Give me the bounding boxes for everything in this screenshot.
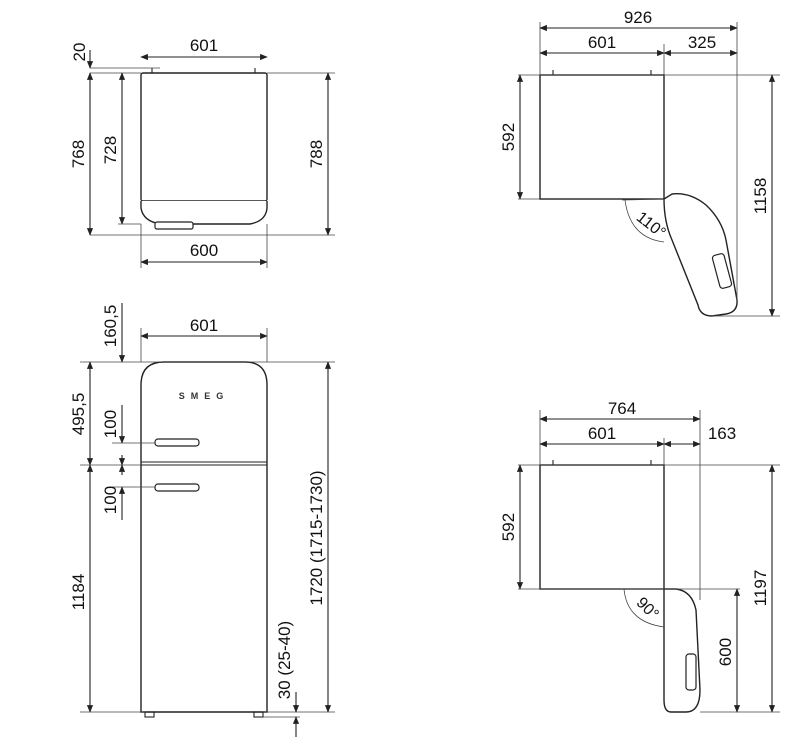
door90-depth: 592 — [499, 513, 518, 541]
front-view-handle-lower — [154, 483, 200, 492]
door90-angle: 90° — [633, 594, 662, 623]
door110-width-body: 601 — [588, 33, 616, 52]
door110-angle: 110° — [633, 209, 669, 242]
top-view-depth-body: 728 — [101, 136, 120, 164]
top-view: 601 600 20 768 728 788 — [69, 36, 335, 268]
door110-width-door: 325 — [688, 33, 716, 52]
door90-door — [663, 588, 701, 713]
front-view-logo: SMEG — [179, 391, 230, 401]
top-view-door — [140, 201, 268, 225]
door90-width-total: 764 — [608, 399, 636, 418]
top-view-width-bottom: 600 — [190, 241, 218, 260]
door90-depth-total: 1197 — [751, 570, 770, 607]
front-view: SMEG 601 160,5 495,5 100 100 1184 — [69, 303, 335, 737]
door110-door — [663, 193, 738, 317]
door90-width-door: 163 — [708, 424, 736, 443]
front-view-width: 601 — [190, 316, 218, 335]
front-view-body — [140, 361, 268, 713]
door-open-90-view: 90° 764 601 163 592 600 1197 — [499, 399, 780, 713]
door-open-110-view: 110° 926 601 325 592 1158 — [499, 8, 780, 317]
top-view-gap: 20 — [70, 43, 89, 62]
top-view-depth-handle: 788 — [307, 140, 326, 168]
door110-body — [539, 74, 665, 200]
top-view-handle — [154, 221, 194, 230]
front-view-fridge-height: 1184 — [69, 574, 88, 611]
door110-depth-total: 1158 — [751, 178, 770, 215]
door110-handle — [711, 253, 733, 289]
door90-door-depth: 600 — [716, 638, 735, 666]
door90-body — [539, 464, 665, 590]
front-view-top-to-handle: 160,5 — [101, 305, 120, 348]
front-view-handle-upper — [154, 438, 200, 447]
door110-depth: 592 — [499, 123, 518, 151]
front-view-freezer-height: 495,5 — [69, 393, 88, 436]
top-view-width-top: 601 — [190, 36, 218, 55]
front-view-total-height: 1720 (1715-1730) — [307, 470, 326, 605]
front-view-handle-upper-dim: 100 — [101, 410, 120, 438]
door90-width-body: 601 — [588, 424, 616, 443]
front-view-feet: 30 (25-40) — [275, 621, 294, 699]
door110-width-total: 926 — [624, 8, 652, 27]
door90-handle — [685, 653, 697, 691]
top-view-body — [140, 72, 268, 202]
top-view-depth-total: 768 — [69, 140, 88, 168]
front-view-handle-lower-dim: 100 — [101, 486, 120, 514]
